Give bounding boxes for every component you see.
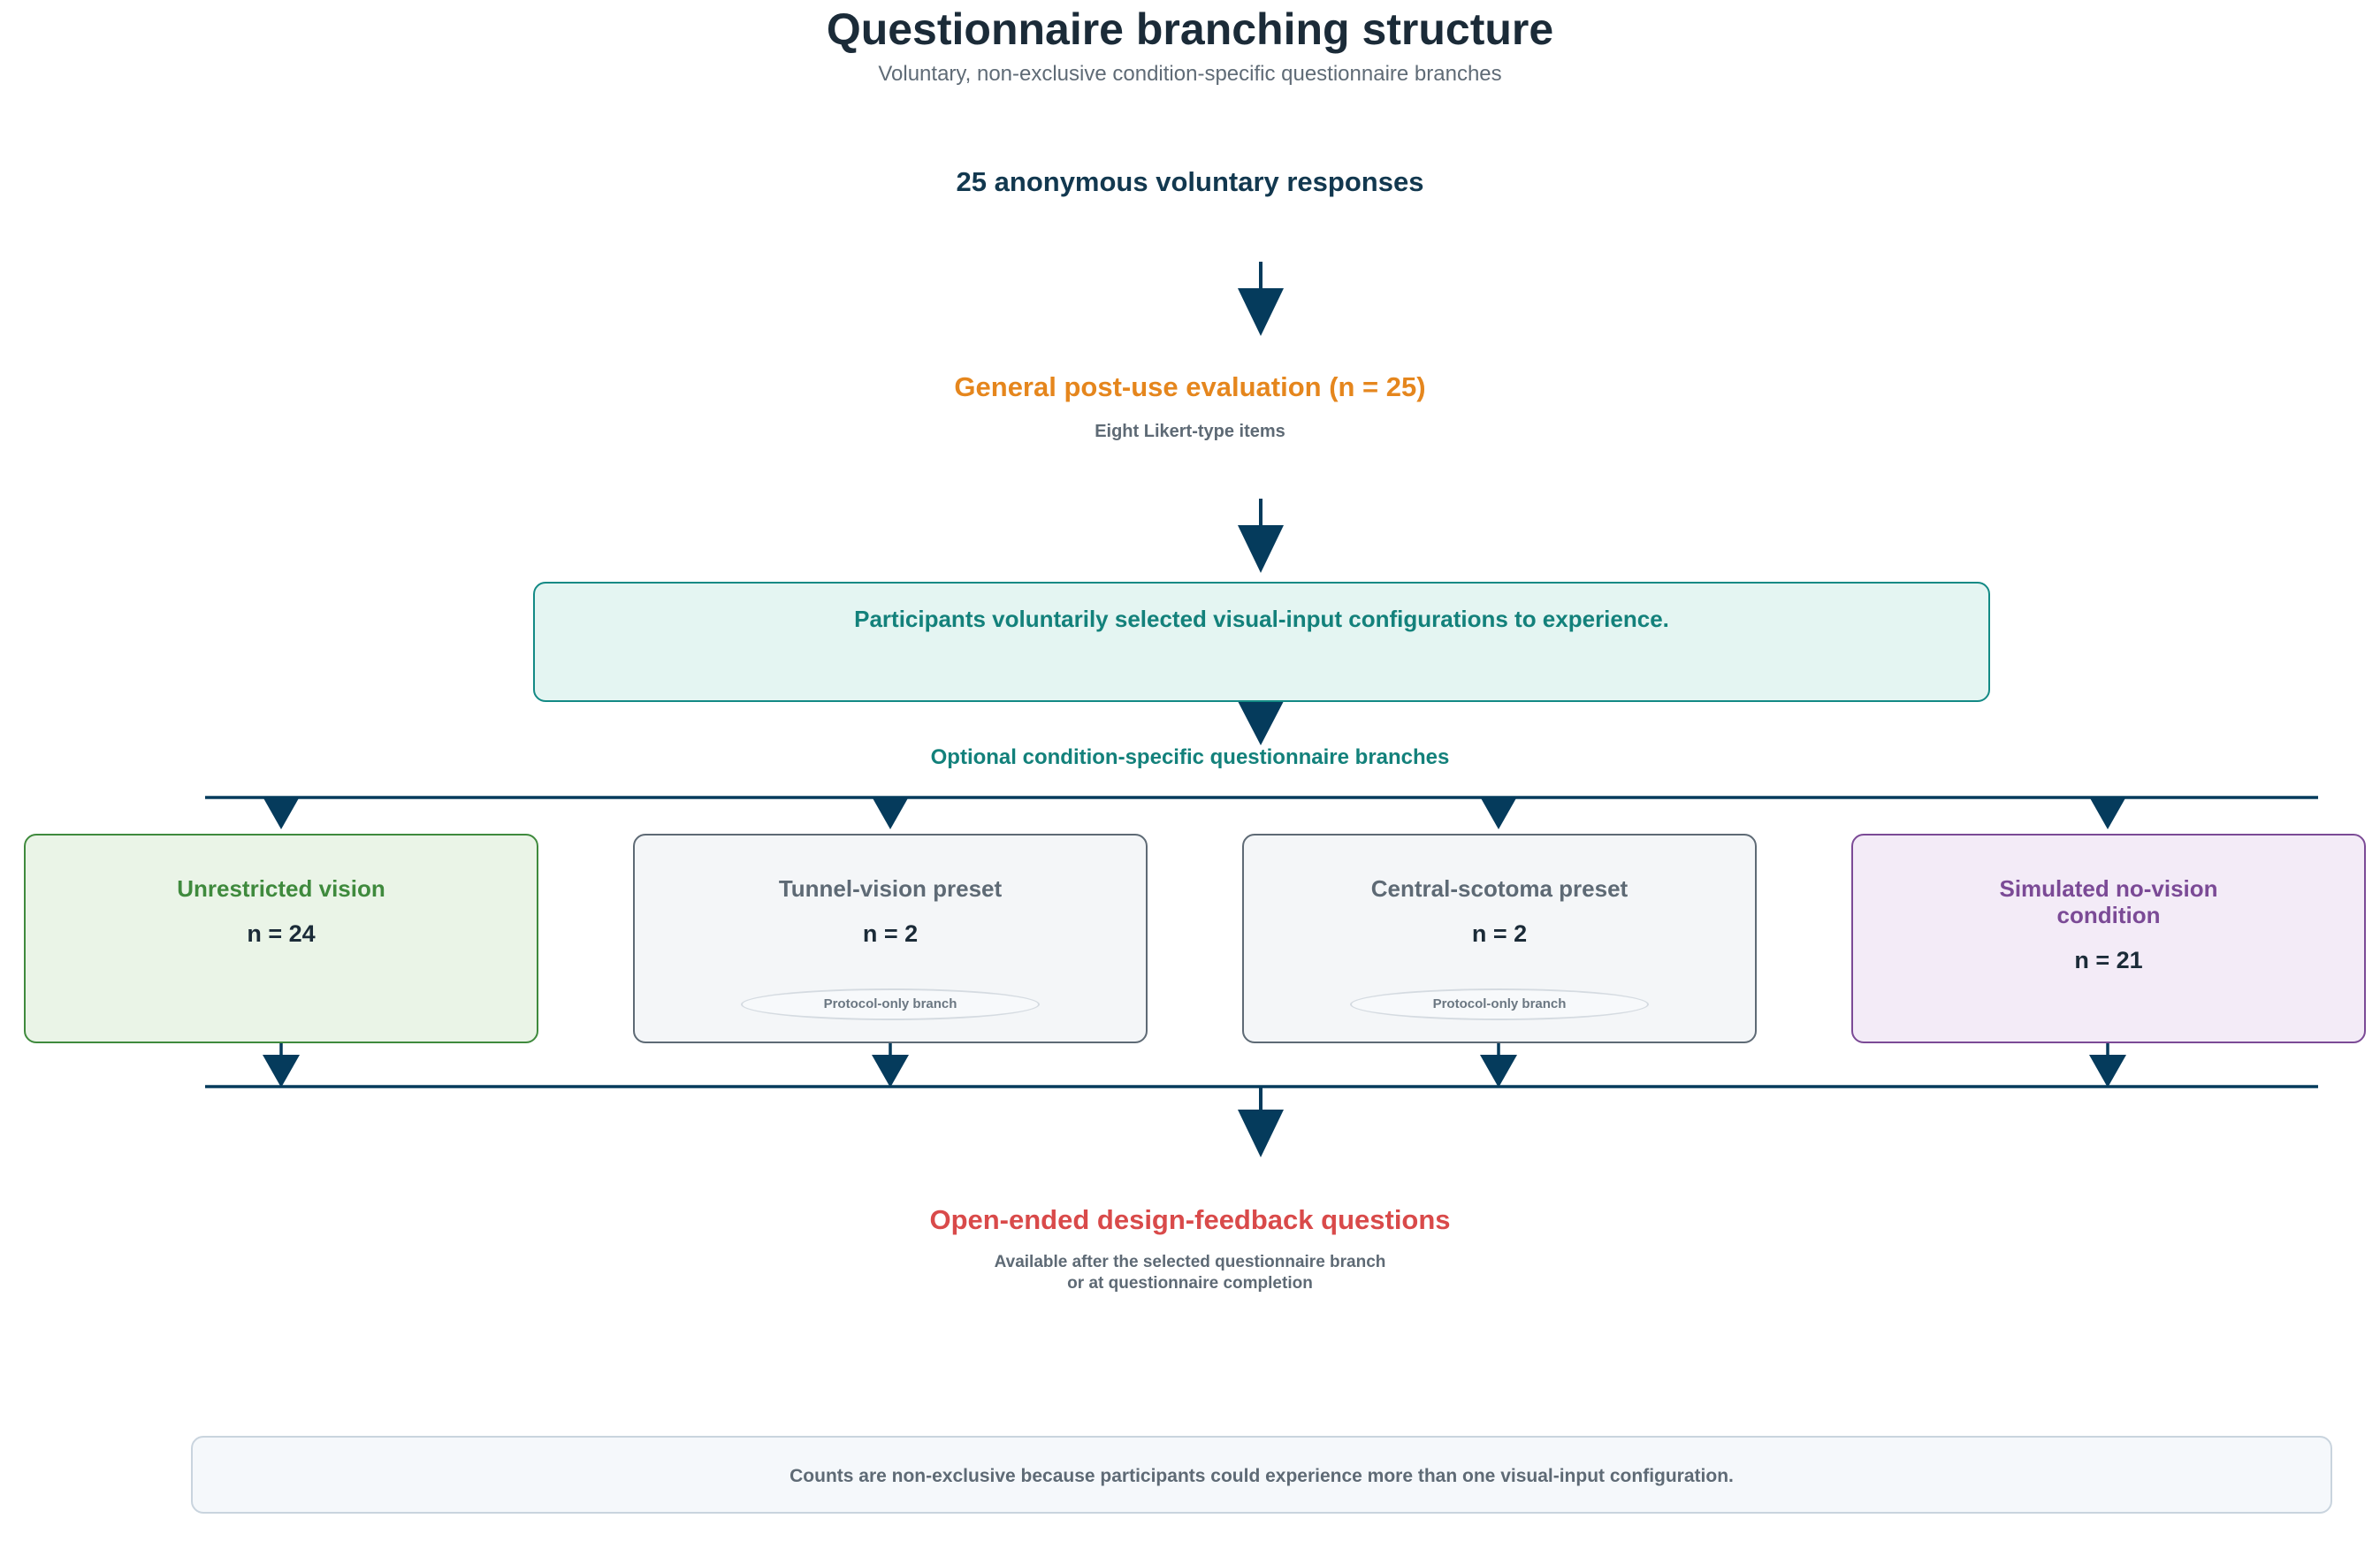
branch-title: Tunnel-vision preset [778,875,1003,902]
branch-count: n = 2 [1471,920,1528,947]
branch-title: Simulated no-vision condition [1999,875,2218,928]
arrow-head [1238,701,1284,745]
general-evaluation-title: General post-use evaluation (n = 25) [954,371,1426,402]
branch-count: n = 21 [2074,947,2143,973]
feedback-title: Open-ended design-feedback questions [929,1204,1451,1235]
selection-box: Participants voluntarily selected visual… [533,582,1990,702]
selection-text: Participants voluntarily selected visual… [854,606,1669,632]
arrow-head [1238,1110,1284,1157]
branch-simulated-no-vision: Simulated no-vision condition n = 21 [1851,834,2366,1043]
arrow-head [1238,288,1284,336]
arrow-head [2089,1055,2126,1087]
branch-central-scotoma: Central-scotoma preset n = 2 Protocol-on… [1242,834,1757,1043]
arrow-head [1480,1055,1517,1087]
branch-count: n = 24 [247,920,316,947]
branch-tunnel-vision: Tunnel-vision preset n = 2 Protocol-only… [633,834,1148,1043]
branches-label: Optional condition-specific questionnair… [930,745,1450,769]
responses-node: 25 anonymous voluntary responses [956,166,1424,197]
arrow-head [263,797,300,829]
arrow-head [872,797,909,829]
feedback-line-1: Available after the selected questionnai… [994,1253,1386,1271]
protocol-only-badge: Protocol-only branch [1350,988,1649,1020]
general-evaluation-subtitle: Eight Likert-type items [1095,422,1285,441]
footnote-text: Counts are non-exclusive because partici… [790,1466,1734,1486]
arrow-head [1238,525,1284,573]
arrow-head [2089,797,2126,829]
diagram-title: Questionnaire branching structure [826,4,1554,54]
arrow-head [872,1055,909,1087]
branch-title: Central-scotoma preset [1370,875,1629,902]
diagram-subtitle: Voluntary, non-exclusive condition-speci… [878,62,1502,86]
arrow-head [1480,797,1517,829]
arrow-head [263,1055,300,1087]
branch-unrestricted-vision: Unrestricted vision n = 24 [24,834,538,1043]
footnote-box: Counts are non-exclusive because partici… [191,1436,2332,1514]
branch-count: n = 2 [862,920,919,947]
feedback-line-2: or at questionnaire completion [1067,1274,1313,1293]
branch-title: Unrestricted vision [177,875,385,902]
protocol-only-badge: Protocol-only branch [741,988,1040,1020]
